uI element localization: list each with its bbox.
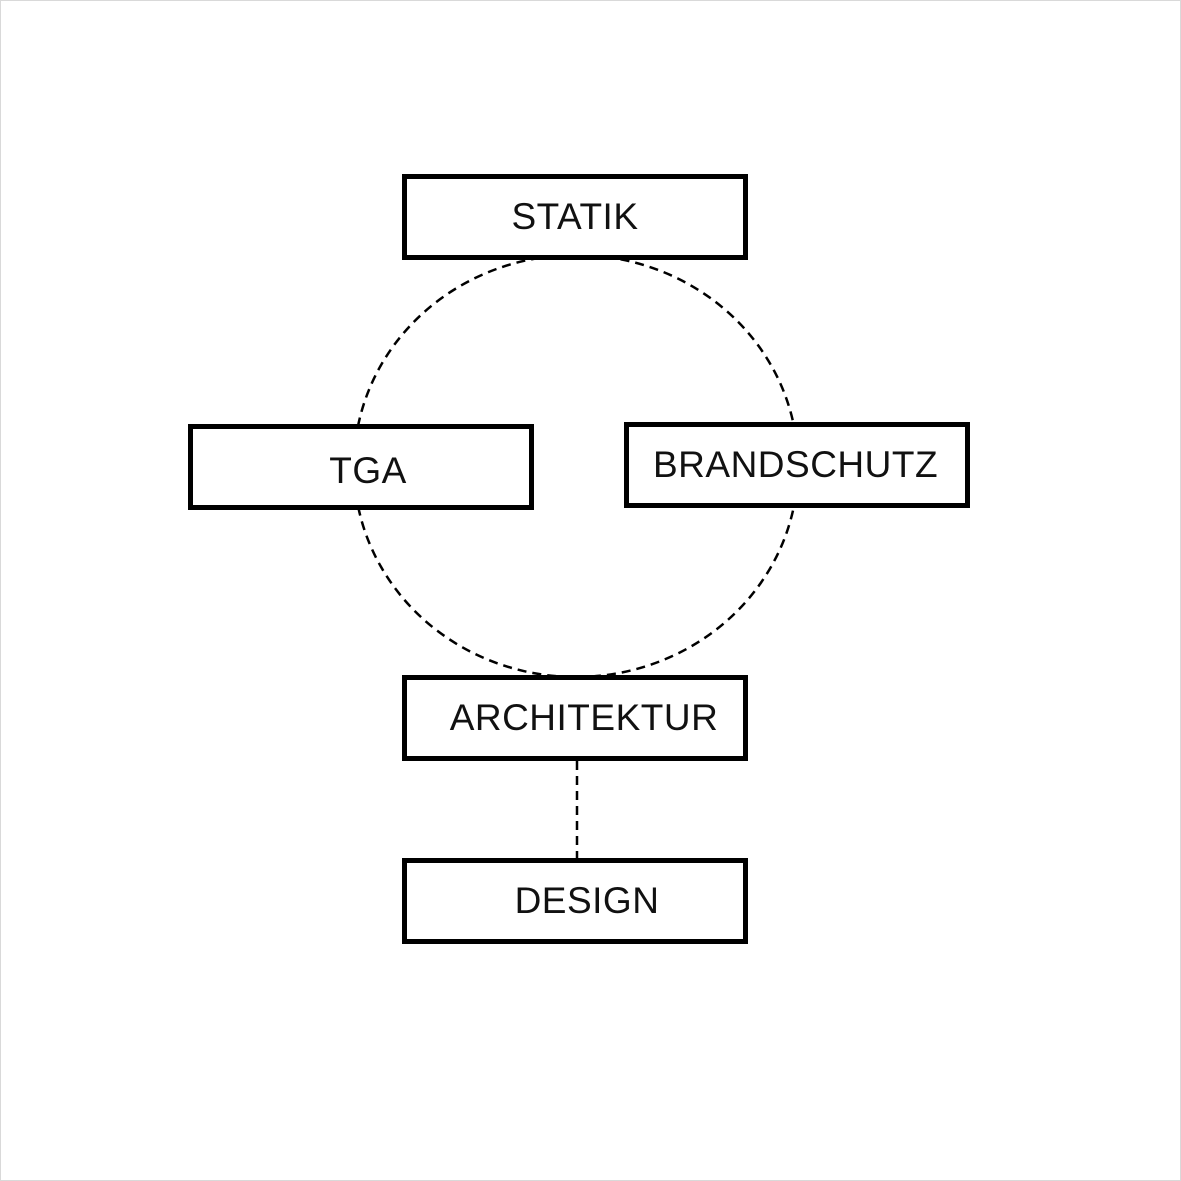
node-statik[interactable]: STATIK [402,174,748,260]
node-architektur-label: ARCHITEKTUR [449,697,719,738]
node-design-label: DESIGN [514,880,660,921]
node-architektur[interactable]: ARCHITEKTUR [402,675,748,761]
node-tga-label: TGA [329,450,407,491]
node-tga[interactable]: TGA [188,424,534,510]
node-design[interactable]: DESIGN [402,858,748,944]
node-brandschutz[interactable]: BRANDSCHUTZ [624,422,970,508]
node-statik-label: STATIK [511,196,639,237]
node-brandschutz-label: BRANDSCHUTZ [653,444,939,485]
